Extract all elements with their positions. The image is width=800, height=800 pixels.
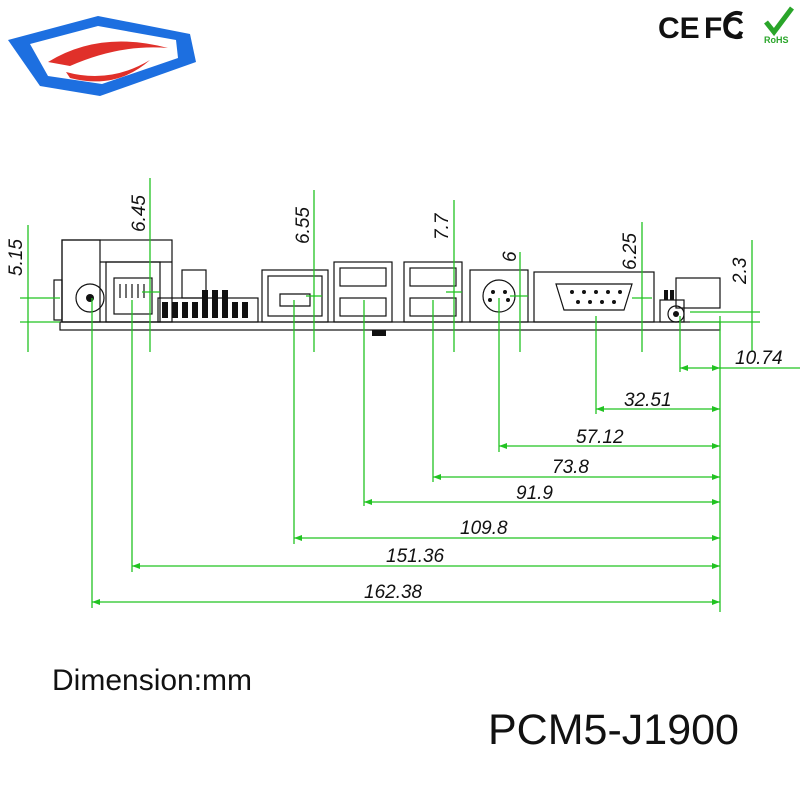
dim-label-ps2: 6 xyxy=(500,251,521,262)
ce-mark: CE xyxy=(658,12,700,45)
rohs-mark: RoHS xyxy=(764,6,794,45)
dim-label-lan: 6.55 xyxy=(293,207,314,244)
dim-label-rj11-offset: 151.36 xyxy=(386,546,445,567)
com-port xyxy=(533,271,655,323)
dim-label-rj11: 6.45 xyxy=(129,195,150,232)
dim-label-usb-a-offset: 73.8 xyxy=(552,457,589,478)
model-name-caption: PCM5-J1900 xyxy=(488,706,739,754)
dim-label-audio-offset: 10.74 xyxy=(735,348,783,369)
dim-label-ps2-offset: 57.12 xyxy=(576,427,624,448)
dim-label-com: 6.25 xyxy=(620,233,641,270)
dimension-unit-caption: Dimension:mm xyxy=(52,664,253,697)
audio-jack xyxy=(659,277,721,323)
dim-label-lan-offset: 109.8 xyxy=(460,518,508,539)
dim-label-usb-b-offset: 91.9 xyxy=(516,483,553,504)
company-logo-icon xyxy=(8,16,196,96)
dim-label-power-jack: 5.15 xyxy=(6,239,27,276)
dimension-lines xyxy=(20,178,800,612)
svg-text:RoHS: RoHS xyxy=(764,35,789,45)
fcc-mark: FC xyxy=(704,11,744,45)
dim-label-audio: 2.3 xyxy=(730,257,751,285)
pin-headers xyxy=(157,269,259,323)
dim-label-usb: 7.7 xyxy=(432,212,453,240)
usb-ports xyxy=(333,261,463,323)
dim-label-com-offset: 32.51 xyxy=(624,390,672,411)
dim-label-total: 162.38 xyxy=(364,582,423,603)
svg-text:CE: CE xyxy=(658,12,700,45)
power-jack xyxy=(53,239,173,323)
